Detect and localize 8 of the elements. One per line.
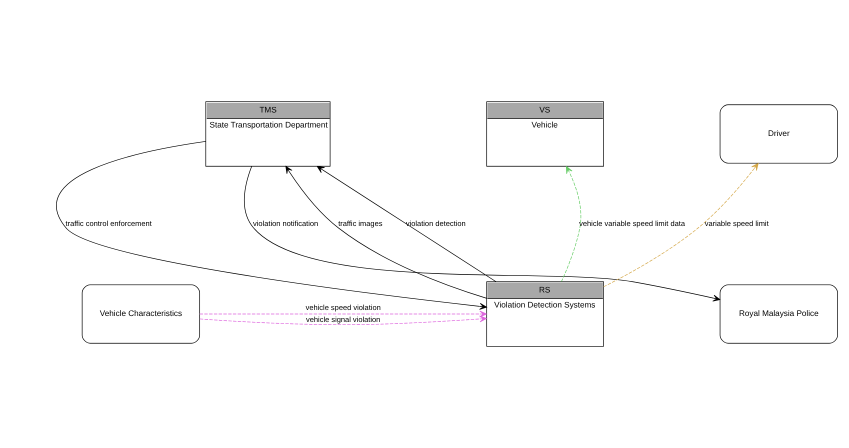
edge-label: vehicle signal violation bbox=[306, 315, 380, 324]
edge-label: violation notification bbox=[253, 218, 318, 228]
edge-label: variable speed limit bbox=[704, 218, 769, 228]
edge-label: vehicle variable speed limit data bbox=[579, 218, 686, 228]
edge-label: traffic images bbox=[338, 218, 382, 228]
edge-label: vehicle speed violation bbox=[306, 302, 381, 312]
edge-label: violation detection bbox=[406, 218, 466, 228]
edge-label: traffic control enforcement bbox=[66, 218, 152, 228]
